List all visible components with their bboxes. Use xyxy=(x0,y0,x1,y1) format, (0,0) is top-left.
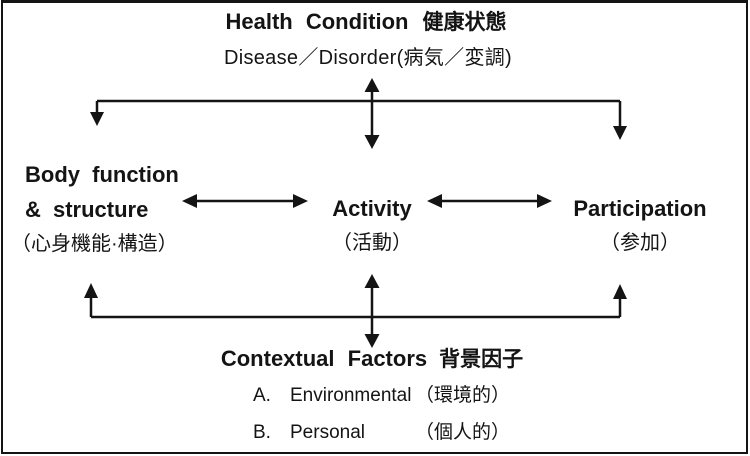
arrowhead-down-icon xyxy=(364,135,380,149)
node-body-function: Body function & structure （心身機能·構造） xyxy=(11,157,179,262)
contextual-item-environmental: A. Environmental （環境的） xyxy=(253,383,510,408)
body-function-label-line2: & structure xyxy=(25,197,149,222)
body-function-label-line1: Body function xyxy=(25,162,179,187)
contextual-factors-title: Contextual Factors 背景因子 xyxy=(0,346,744,373)
arrowhead-up-icon xyxy=(364,78,380,92)
item-label-en: Personal xyxy=(290,422,365,443)
arrowhead-up-icon xyxy=(613,284,627,299)
contextual-factors-connector xyxy=(84,274,627,348)
item-key: B. xyxy=(253,422,271,443)
contextual-factors-title-en: Contextual Factors xyxy=(220,346,428,371)
participation-caption-ja: （参加） xyxy=(600,232,680,254)
item-label-ja: （個人的） xyxy=(415,422,511,443)
item-label-en: Environmental xyxy=(290,385,412,406)
activity-caption-ja: （活動） xyxy=(332,232,412,254)
item-key: A. xyxy=(253,385,271,406)
contextual-factors-title-ja: 背景因子 xyxy=(439,348,524,371)
arrowhead-down-icon xyxy=(90,112,104,126)
arrowhead-down-icon xyxy=(613,126,627,140)
arrowhead-up-icon xyxy=(364,274,380,288)
arrowhead-left-icon xyxy=(182,194,197,208)
disease-disorder-subtitle: Disease／Disorder(病気／変調) xyxy=(223,47,513,69)
item-label-ja: （環境的） xyxy=(415,385,511,406)
health-condition-title: Health Condition 健康状態 xyxy=(0,8,732,37)
body-function-caption-ja: （心身機能·構造） xyxy=(11,233,178,255)
participation-label: Participation xyxy=(573,196,707,221)
node-participation: Participation （参加） xyxy=(540,191,740,261)
activity-label: Activity xyxy=(332,196,412,221)
health-condition-title-en: Health Condition xyxy=(225,9,409,34)
arrowhead-up-icon xyxy=(84,283,98,298)
node-activity: Activity （活動） xyxy=(272,191,472,261)
health-condition-connector xyxy=(90,78,627,149)
health-condition-title-ja: 健康状態 xyxy=(422,11,507,34)
contextual-item-personal: B. Personal （個人的） xyxy=(253,420,510,445)
